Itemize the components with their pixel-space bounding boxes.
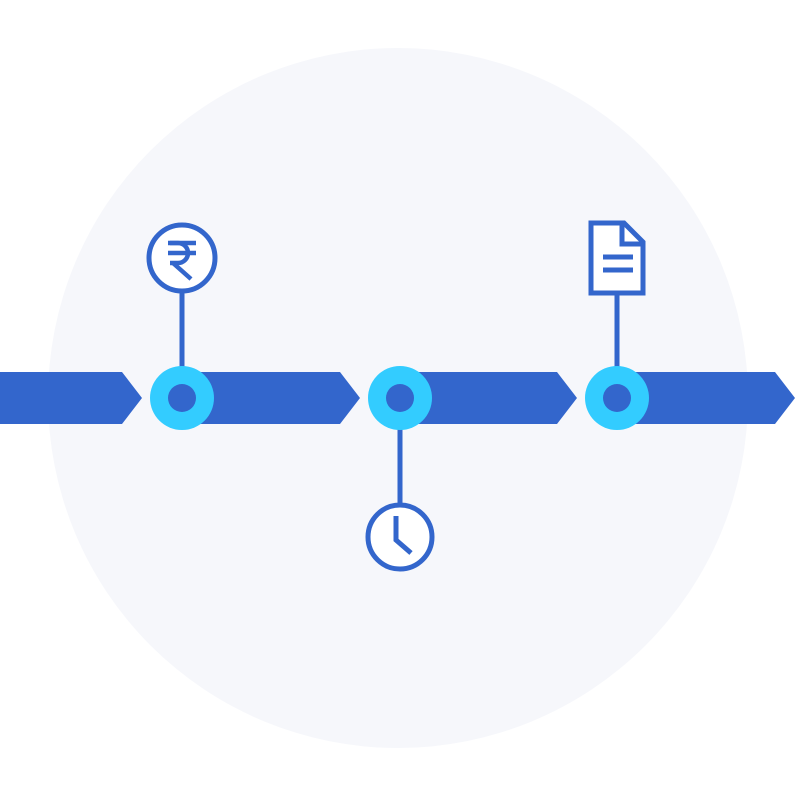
arrow-segment-3 xyxy=(400,372,577,424)
document-icon xyxy=(588,220,646,296)
timeline-node-2 xyxy=(368,366,432,430)
timeline-node-3 xyxy=(585,366,649,430)
arrow-segment-1 xyxy=(0,372,142,424)
connector-stems xyxy=(179,290,620,505)
arrow-segment-2 xyxy=(182,372,360,424)
arrow-segment-4 xyxy=(617,372,795,424)
timeline-arrows xyxy=(0,372,795,424)
node-center xyxy=(386,384,414,412)
node-center xyxy=(168,384,196,412)
clock-icon xyxy=(365,502,435,572)
timeline-node-1 xyxy=(150,366,214,430)
node-center xyxy=(603,384,631,412)
rupee-icon xyxy=(146,222,218,294)
